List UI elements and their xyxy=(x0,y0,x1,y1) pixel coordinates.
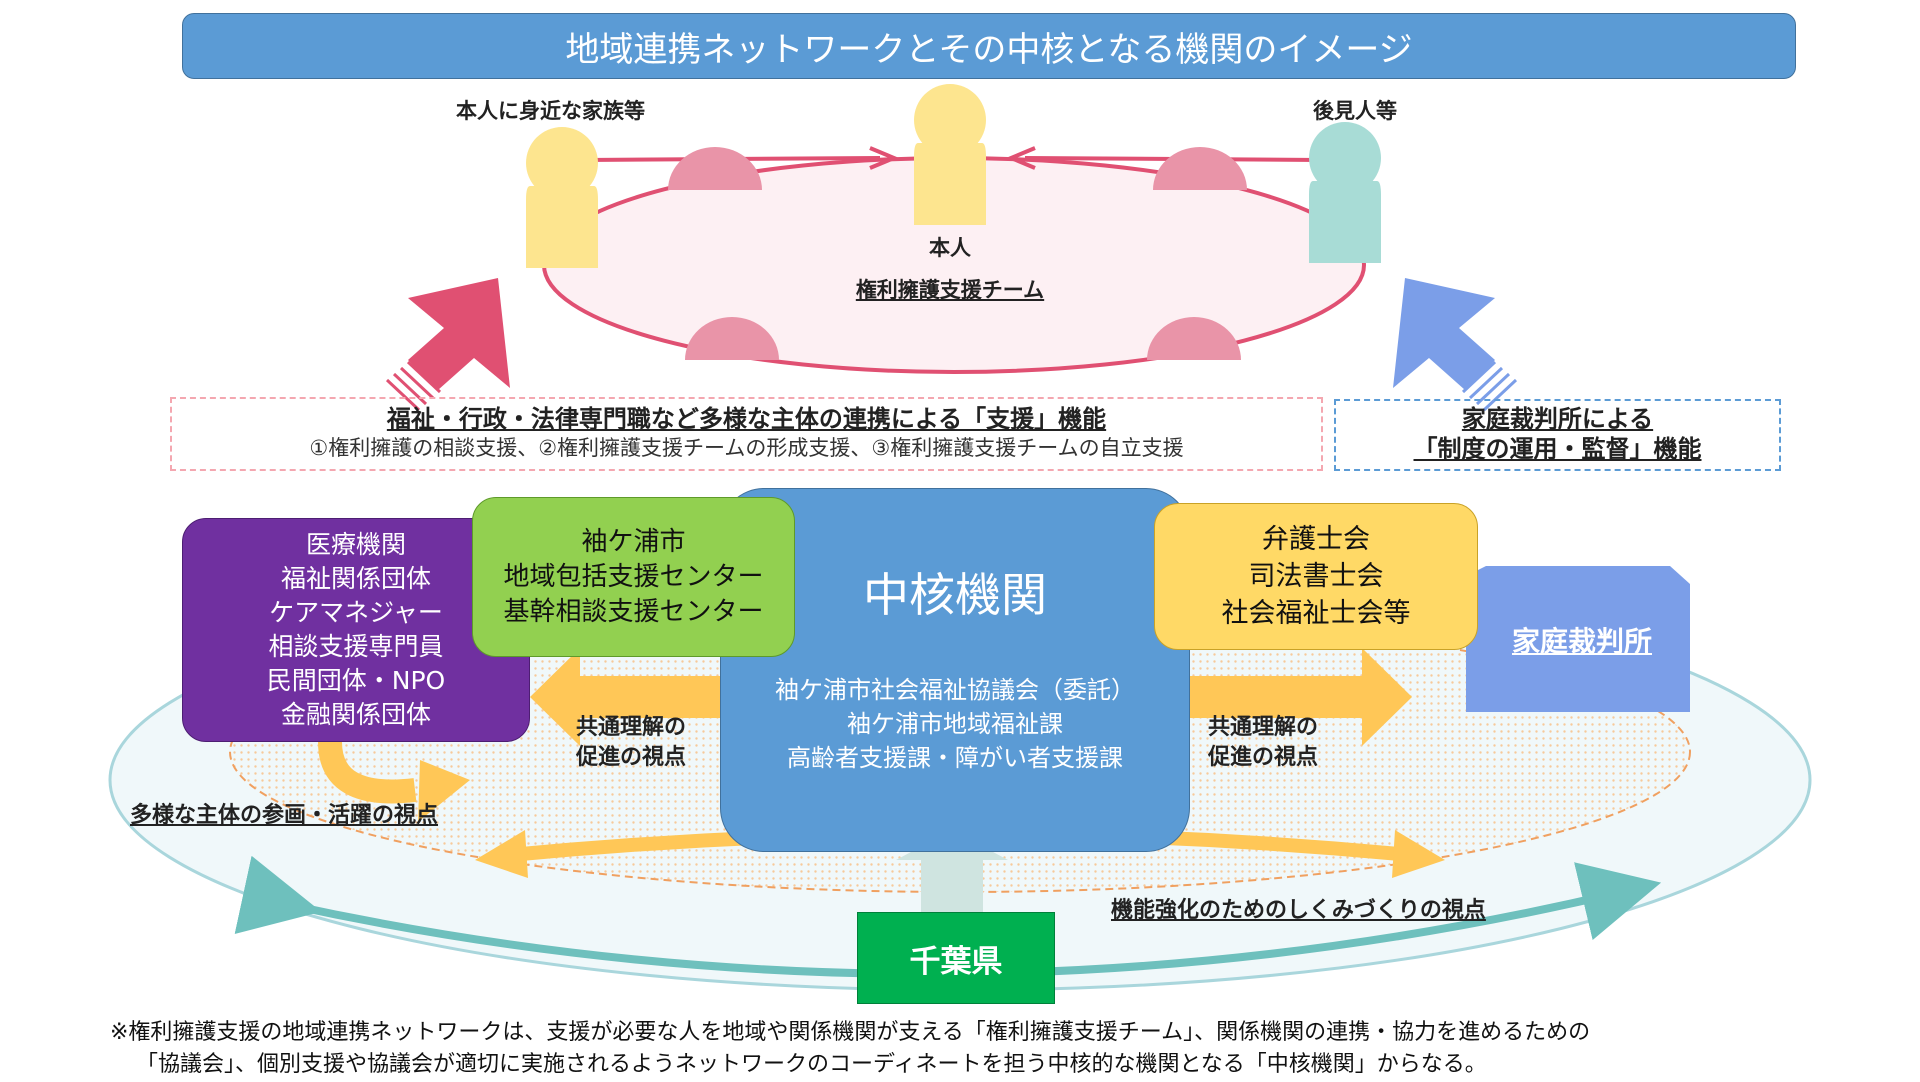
court-shape xyxy=(1466,566,1690,712)
org-item: 福祉関係団体 xyxy=(280,564,431,593)
pink-node-3 xyxy=(685,317,779,360)
org-item: 弁護士会 xyxy=(1262,524,1370,555)
footnote-line-2: 「協議会」、個別支援や協議会が適切に実施されるようネットワークのコーディネートを… xyxy=(136,1052,1487,1077)
city-centers-box: 袖ケ浦市 地域包括支援センター 基幹相談支援センター xyxy=(472,497,795,657)
pink-node-1 xyxy=(668,147,762,190)
org-item: 金融関係団体 xyxy=(280,700,431,729)
family-label: 本人に身近な家族等 xyxy=(456,99,645,123)
support-arrow-icon xyxy=(385,278,510,412)
org-item: 司法書士会 xyxy=(1248,561,1384,592)
org-item: 社会福祉士会等 xyxy=(1221,598,1411,629)
support-function-heading: 福祉・行政・法律専門職など多様な主体の連携による「支援」機能 xyxy=(386,405,1107,433)
pink-node-4 xyxy=(1147,317,1241,360)
org-item: 医療機関 xyxy=(305,530,406,559)
common-understanding-left: 共通理解の促進の視点 xyxy=(576,715,687,770)
family-court-label: 家庭裁判所 xyxy=(1511,625,1652,658)
core-institution-box: 中核機関 袖ケ浦市社会福祉協議会（委託） 袖ケ浦市地域福祉課 高齢者支援課・障が… xyxy=(720,488,1190,852)
common-arrow-right-icon xyxy=(1188,648,1412,746)
court-function-line1: 家庭裁判所による xyxy=(1461,405,1654,433)
org-item: 基幹相談支援センター xyxy=(503,596,764,627)
org-item: 相談支援専門員 xyxy=(268,632,444,661)
professional-associations-box: 弁護士会 司法書士会 社会福祉士会等 xyxy=(1154,503,1478,650)
court-function-box: 家庭裁判所による 「制度の運用・監督」機能 xyxy=(1334,399,1781,471)
core-institution-member: 高齢者支援課・障がい者支援課 xyxy=(787,744,1123,772)
core-institution-member: 袖ケ浦市地域福祉課 xyxy=(847,710,1063,738)
footnote-line-1: ※権利擁護支援の地域連携ネットワークは、支援が必要な人を地域や関係機関が支える「… xyxy=(110,1020,1591,1045)
org-item: ケアマネジャー xyxy=(269,598,443,627)
person-figure-icon xyxy=(914,84,986,225)
team-label: 権利擁護支援チーム xyxy=(855,278,1045,302)
guardian-figure-icon xyxy=(1309,122,1381,263)
mechanism-building-label: 機能強化のためのしくみづくりの視点 xyxy=(1111,898,1486,923)
org-item: 民間団体・NPO xyxy=(266,666,446,695)
support-function-box: 福祉・行政・法律専門職など多様な主体の連携による「支援」機能 ①権利擁護の相談支… xyxy=(170,397,1323,471)
guardian-label: 後見人等 xyxy=(1313,99,1397,123)
orange-curve-arrow-icon xyxy=(318,741,470,822)
support-function-subtext: ①権利擁護の相談支援、②権利擁護支援チームの形成支援、③権利擁護支援チームの自立… xyxy=(309,436,1184,460)
chiba-prefecture-box: 千葉県 xyxy=(857,912,1055,1004)
org-item: 袖ケ浦市 xyxy=(581,526,686,557)
common-arrow-left-icon xyxy=(530,648,745,746)
common-understanding-right: 共通理解の促進の視点 xyxy=(1208,715,1319,770)
court-arrow-icon xyxy=(1393,278,1518,412)
core-institution-member: 袖ケ浦市社会福祉協議会（委託） xyxy=(775,676,1135,704)
court-function-line2: 「制度の運用・監督」機能 xyxy=(1413,435,1702,463)
core-institution-title: 中核機関 xyxy=(863,568,1047,622)
page-title: 地域連携ネットワークとその中核となる機関のイメージ xyxy=(182,13,1796,79)
person-label: 本人 xyxy=(929,236,971,260)
org-item: 地域包括支援センター xyxy=(503,561,764,592)
pink-node-2 xyxy=(1153,147,1247,190)
diverse-participation-label: 多様な主体の参画・活躍の視点 xyxy=(130,803,439,828)
family-figure-icon xyxy=(526,127,598,268)
